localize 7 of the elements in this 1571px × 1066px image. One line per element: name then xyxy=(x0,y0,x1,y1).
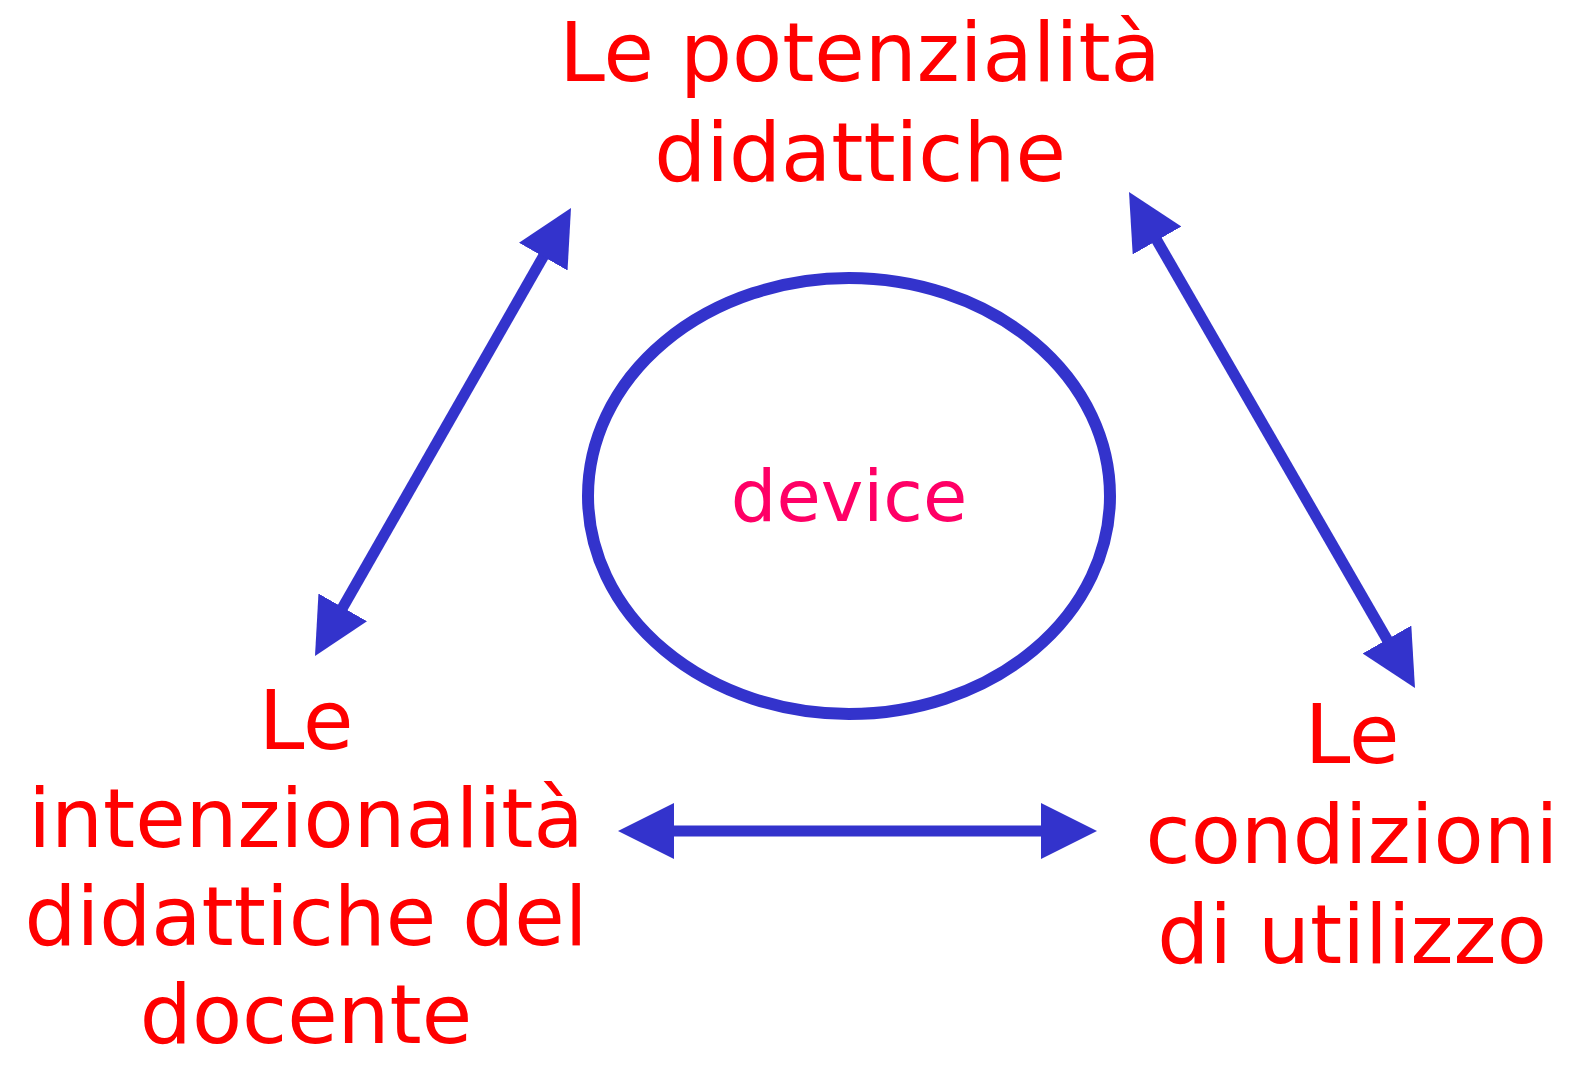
double-arrow xyxy=(618,803,1097,859)
double-arrow xyxy=(1129,192,1415,688)
node-label: device xyxy=(730,453,968,540)
double-arrow xyxy=(315,208,571,656)
concept-label: Le potenzialità didattiche xyxy=(558,4,1162,202)
concept-label: Le condizioni di utilizzo xyxy=(1144,686,1560,984)
concept-label: Le intenzionalità didattiche del docente xyxy=(23,672,589,1064)
